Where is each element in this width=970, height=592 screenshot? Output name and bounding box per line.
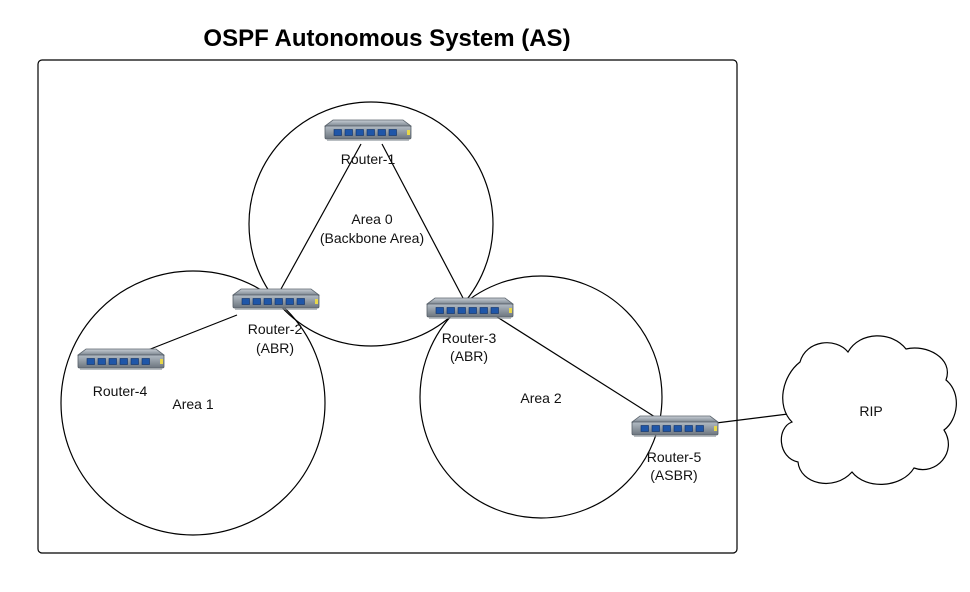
router-top-face (323, 119, 413, 127)
router-port (673, 425, 682, 432)
router-port (695, 425, 704, 432)
router-2-icon (231, 288, 321, 310)
router-port (86, 358, 95, 365)
router-1-label: Router-1 (341, 151, 396, 167)
router-status-led (160, 359, 163, 364)
router-port (640, 425, 649, 432)
router-port (252, 298, 261, 305)
rip-label: RIP (859, 403, 882, 419)
area-1-circle (60, 270, 326, 536)
router-port (333, 129, 342, 136)
router-port (355, 129, 364, 136)
router-4-icon (76, 348, 166, 370)
router-top-face (76, 348, 166, 356)
router-3-label: Router-3 (442, 330, 497, 346)
router-top-face (425, 297, 515, 305)
router-status-led (509, 308, 512, 313)
router-port (468, 307, 477, 314)
router-5-icon (630, 415, 720, 437)
link-router2-router4 (147, 314, 238, 351)
router-port (344, 129, 353, 136)
router-base (235, 308, 317, 310)
router-base (634, 435, 716, 437)
router-port (684, 425, 693, 432)
router-port (479, 307, 488, 314)
link-router1-router3 (381, 143, 464, 299)
router-port (274, 298, 283, 305)
router-top-face (630, 415, 720, 423)
router-port (366, 129, 375, 136)
router-port (296, 298, 305, 305)
router-status-led (714, 426, 717, 431)
router-port (108, 358, 117, 365)
router-port (435, 307, 444, 314)
area-0-sublabel: (Backbone Area) (320, 230, 424, 246)
router-port (388, 129, 397, 136)
area-0-label: Area 0 (351, 211, 392, 227)
router-base (80, 368, 162, 370)
router-port (285, 298, 294, 305)
router-port (241, 298, 250, 305)
router-5-role: (ASBR) (650, 467, 697, 483)
router-4-label: Router-4 (93, 383, 148, 399)
area-1-label: Area 1 (172, 396, 213, 412)
router-status-led (407, 130, 410, 135)
router-port (490, 307, 499, 314)
router-port (651, 425, 660, 432)
area-2-circle (419, 275, 663, 519)
router-top-face (231, 288, 321, 296)
router-status-led (315, 299, 318, 304)
router-2-label: Router-2 (248, 321, 303, 337)
router-2-role: (ABR) (256, 340, 294, 356)
router-3-role: (ABR) (450, 348, 488, 364)
area-0-circle (248, 101, 494, 347)
router-port (457, 307, 466, 314)
router-5-label: Router-5 (647, 449, 702, 465)
router-base (429, 317, 511, 319)
router-port (119, 358, 128, 365)
link-router5-rip (715, 412, 797, 424)
router-base (327, 139, 409, 141)
router-port (141, 358, 150, 365)
autonomous-system-boundary (37, 59, 738, 554)
router-port (263, 298, 272, 305)
diagram-title: OSPF Autonomous System (AS) (203, 25, 570, 52)
router-1-icon (323, 119, 413, 141)
router-port (662, 425, 671, 432)
router-3-icon (425, 297, 515, 319)
area-2-label: Area 2 (520, 390, 561, 406)
router-port (130, 358, 139, 365)
rip-cloud (780, 335, 957, 485)
router-port (377, 129, 386, 136)
link-router3-router5 (493, 314, 656, 418)
router-port (446, 307, 455, 314)
link-router1-router2 (280, 143, 362, 290)
router-port (97, 358, 106, 365)
